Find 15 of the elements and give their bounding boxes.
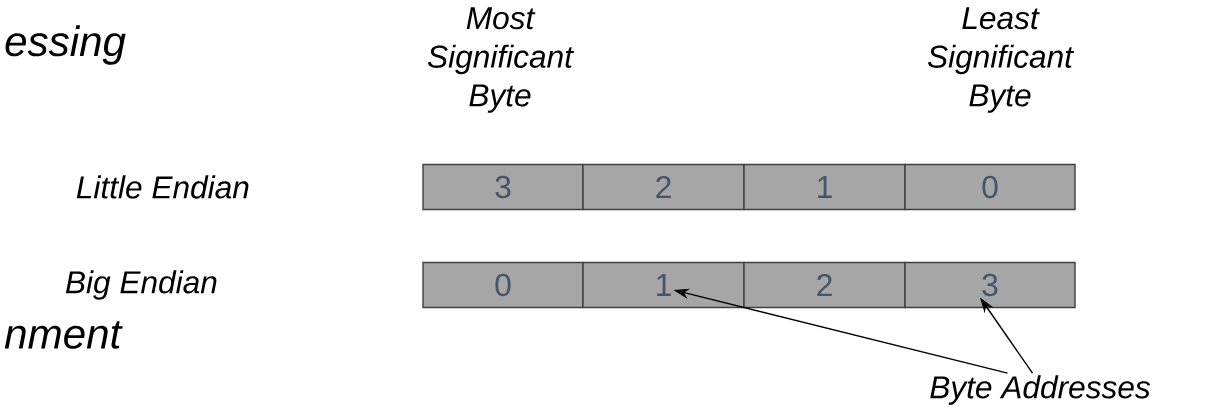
row-label: Little Endian bbox=[76, 175, 249, 199]
section-heading: essing bbox=[5, 25, 126, 65]
byte-cell: 2 bbox=[743, 261, 906, 309]
byte-cell: 0 bbox=[422, 261, 584, 309]
byte-cell: 1 bbox=[743, 163, 906, 211]
byte-cell: 3 bbox=[904, 261, 1076, 309]
byte-cell: 2 bbox=[582, 163, 745, 211]
byte-cell: 0 bbox=[904, 163, 1076, 211]
row-label: Big Endian bbox=[65, 270, 217, 300]
byte-heading: Most Significant Byte bbox=[427, 7, 575, 113]
byte-heading: Least Significant Byte bbox=[927, 7, 1075, 113]
annotation-text: Byte Addresses bbox=[930, 375, 1151, 405]
byte-cell: 3 bbox=[422, 163, 584, 211]
section-heading: nment bbox=[4, 321, 123, 349]
byte-cell: 1 bbox=[582, 261, 745, 309]
